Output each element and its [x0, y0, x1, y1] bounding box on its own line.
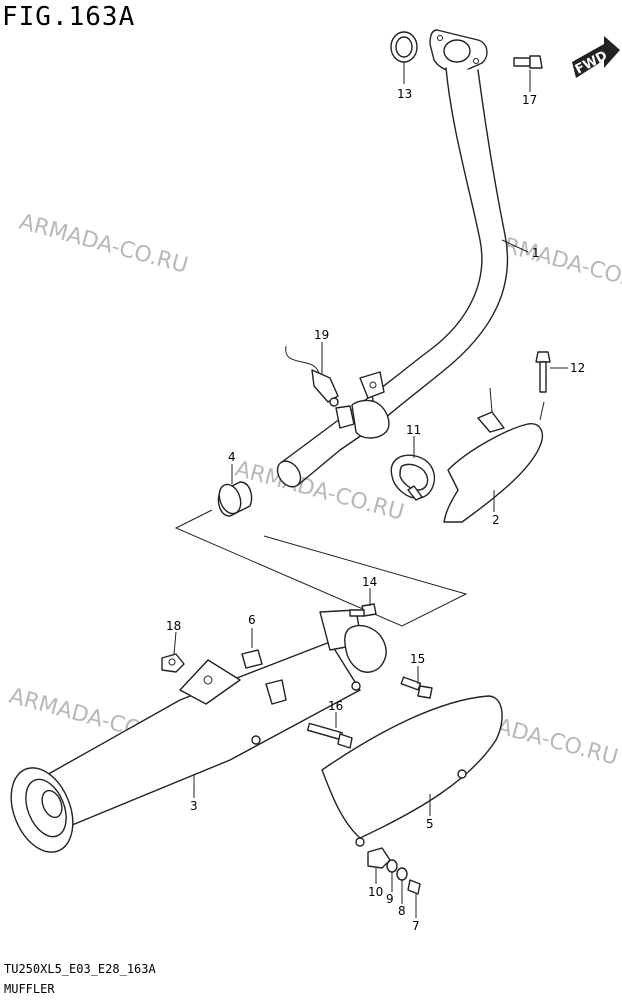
part-11-clamp	[390, 454, 436, 501]
callout-1: 1	[532, 246, 540, 260]
callout-6: 6	[248, 613, 256, 627]
figure-code: TU250XL5_E03_E28_163A	[4, 962, 156, 976]
figure-title: FIG.163A	[2, 2, 136, 32]
part-14-bolt	[349, 603, 377, 617]
assembly-guide-lines	[174, 509, 468, 627]
part-13-gasket	[390, 31, 418, 63]
callout-18: 18	[166, 619, 181, 633]
part-10-nut	[367, 847, 391, 869]
part-17-bolt	[513, 55, 543, 69]
callout-12: 12	[570, 361, 585, 375]
part-12-bolt	[535, 351, 551, 393]
part-18-nut	[161, 653, 185, 673]
callout-8: 8	[398, 904, 406, 918]
part-19-sensor	[285, 345, 339, 407]
callout-leaders	[173, 62, 568, 918]
callout-7: 7	[412, 919, 420, 933]
fwd-arrow-icon: FWD	[572, 36, 620, 78]
part-6-clip	[241, 649, 287, 705]
part-1-exhaust-pipe	[276, 29, 509, 488]
part-8-washer	[396, 867, 408, 881]
part-5-muffler-cover	[321, 695, 503, 847]
callout-17: 17	[522, 93, 537, 107]
part-15-bolt	[400, 676, 433, 699]
part-7-bolt	[407, 879, 421, 895]
part-9-washer	[386, 859, 398, 873]
callout-14: 14	[362, 575, 377, 589]
callout-15: 15	[410, 652, 425, 666]
part-2-heat-shield	[443, 387, 545, 523]
part-16-bolt	[306, 722, 353, 749]
watermark: ARMADA-CO.RU	[16, 210, 190, 279]
callout-10: 10	[368, 885, 383, 899]
figure-name: MUFFLER	[4, 982, 55, 996]
callout-16: 16	[328, 699, 343, 713]
part-4-gasket	[217, 481, 253, 517]
callout-13: 13	[397, 87, 412, 101]
callout-19: 19	[314, 328, 329, 342]
callout-11: 11	[406, 423, 421, 437]
callout-5: 5	[426, 817, 434, 831]
callout-3: 3	[190, 799, 198, 813]
callout-2: 2	[492, 513, 500, 527]
callout-9: 9	[386, 892, 394, 906]
callout-4: 4	[228, 450, 236, 464]
